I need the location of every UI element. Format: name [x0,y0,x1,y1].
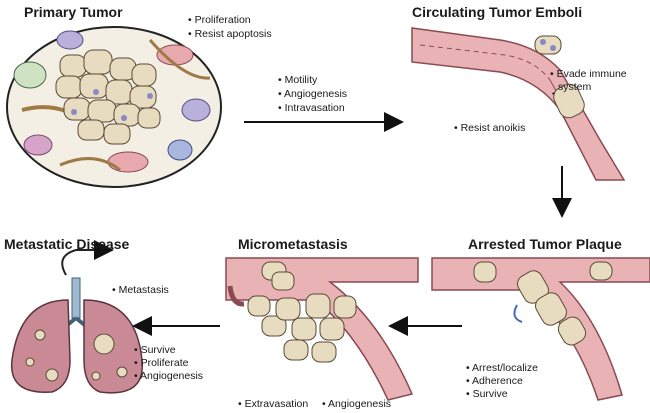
plaque-bullet-3: • Survive [466,388,508,400]
primary-tumor-title: Primary Tumor [24,4,123,20]
emboli-bullet-2: • Resist anoikis [454,122,526,134]
metastatic-disease-title: Metastatic Disease [4,236,130,252]
micro-bullet-1: • Extravasation [238,398,309,410]
disease-bullet-1: • Survive [134,344,176,356]
disease-bullet-3: • Angiogenesis [134,370,204,382]
primary-bullet-2: • Resist apoptosis [188,28,272,40]
micrometastasis-title: Micrometastasis [238,236,348,252]
disease-bullet-2: • Proliferate [134,357,189,369]
primary-bullet-1: • Proliferation [188,14,251,26]
metastatic-lungs-illustration [10,240,144,394]
emboli-title: Circulating Tumor Emboli [412,4,583,20]
transition-bullet-2: • Angiogenesis [278,88,348,100]
micro-bullet-2: • Angiogenesis [322,398,392,410]
micrometastasis-illustration [225,257,419,401]
emboli-bullet-1-cont: system [558,81,592,93]
arrested-plaque-illustration [431,257,650,401]
emboli-bullet-1: • Evade immune [550,68,627,80]
circulating-emboli-illustration [411,27,626,181]
transition-bullet-1: • Motility [278,74,318,86]
plaque-bullet-1: • Arrest/localize [466,362,538,374]
primary-tumor-illustration [6,26,222,188]
disease-bullet-metastasis: • Metastasis [112,284,169,296]
transition-bullet-3: • Intravasation [278,102,345,114]
plaque-title: Arrested Tumor Plaque [468,236,622,252]
plaque-bullet-2: • Adherence [466,375,523,387]
